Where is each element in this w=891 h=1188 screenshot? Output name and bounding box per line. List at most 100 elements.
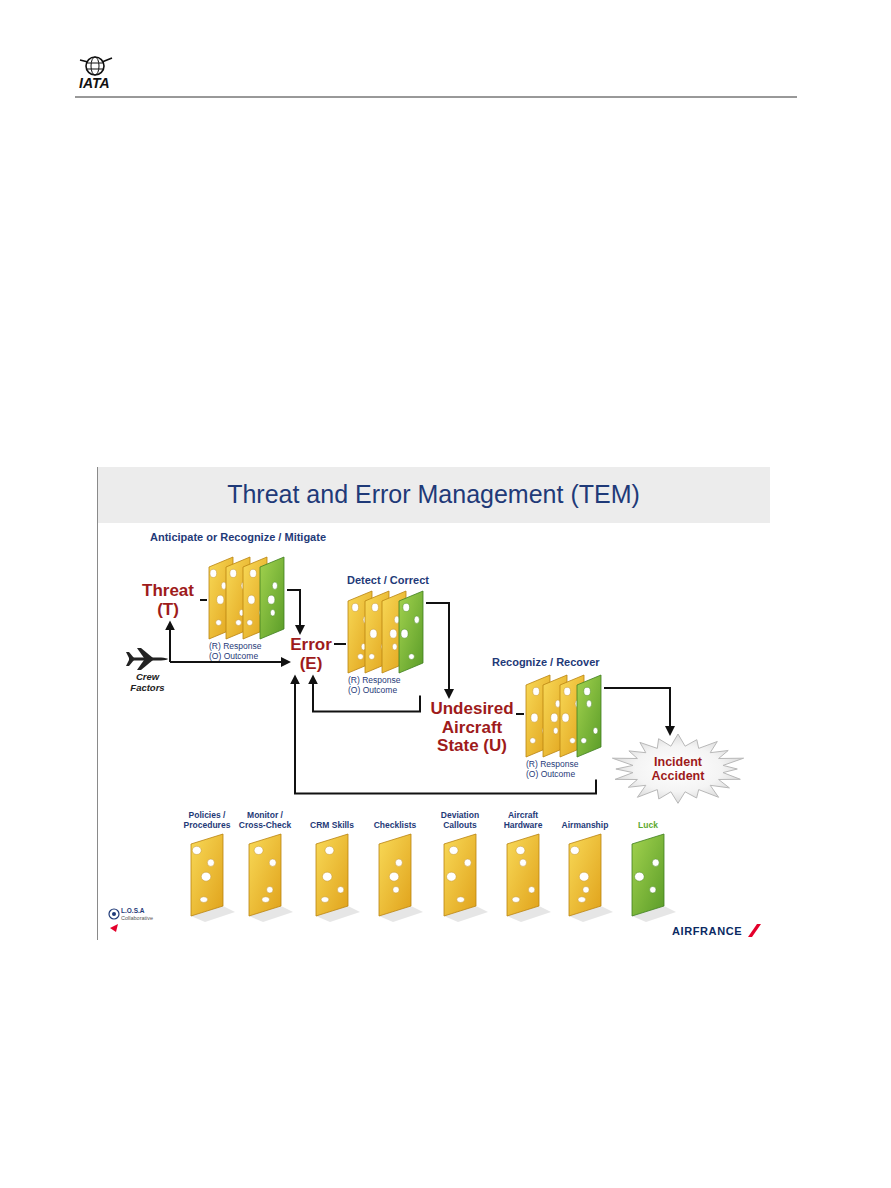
- slice-label-holder: Deviation Callouts: [432, 808, 488, 830]
- cheese-hole: [268, 595, 275, 604]
- term-label: Undesired Aircraft State (U): [428, 700, 516, 756]
- cheese-hole: [337, 886, 343, 893]
- defence-slice: Airmanship: [557, 808, 613, 922]
- defence-label: Monitor / Cross-Check: [237, 811, 293, 830]
- cheese-hole: [267, 886, 273, 893]
- defence-slice-art: [432, 830, 488, 922]
- airfrance-slash: [748, 924, 761, 937]
- cheese-hole: [325, 846, 334, 854]
- losa-logo-subtext: Collaborative: [121, 915, 153, 921]
- title-holder: Threat and Error Management (TEM): [97, 480, 770, 509]
- flow-arrow: [200, 599, 207, 601]
- label-holder: Collaborative: [121, 915, 153, 921]
- defence-label: Policies / Procedures: [179, 811, 235, 830]
- flow-arrow: [516, 713, 524, 715]
- cheese-hole: [389, 872, 399, 881]
- cheese-hole: [464, 859, 471, 866]
- defence-slice-art: [367, 830, 423, 922]
- undesired-state-term: Undesired Aircraft State (U): [428, 696, 516, 760]
- cheese-hole: [210, 569, 217, 577]
- cheese-hole: [390, 629, 397, 638]
- cheese-hole: [392, 643, 397, 650]
- cheese-hole: [581, 738, 587, 744]
- cheese-hole: [192, 846, 201, 854]
- defence-slice-art: [620, 830, 676, 922]
- cheese-hole: [533, 687, 540, 695]
- cheese-hole: [512, 897, 520, 903]
- defence-slice: Monitor / Cross-Check: [237, 808, 293, 922]
- cheese-stack-art: [207, 555, 287, 641]
- defence-slice-art: [237, 830, 293, 922]
- stack-heading: Detect / Correct: [347, 574, 429, 586]
- cheese-slice: [316, 834, 348, 916]
- cheese-stack: Recognize / Recover(R) Response (O) Outc…: [524, 673, 604, 779]
- response-outcome-note: (R) Response (O) Outcome: [526, 759, 584, 779]
- cheese-hole: [216, 620, 222, 626]
- cheese-hole: [531, 713, 538, 722]
- cheese-slice: [379, 834, 411, 916]
- cheese-hole: [652, 859, 659, 866]
- cheese-stack: Detect / Correct(R) Response (O) Outcome: [346, 589, 426, 695]
- cheese-hole: [586, 700, 591, 707]
- stack-heading: Recognize / Recover: [492, 656, 600, 668]
- frame-edge: [97, 467, 98, 940]
- response-outcome-note: (R) Response (O) Outcome: [209, 641, 267, 661]
- iata-logo-text: IATA: [79, 75, 110, 91]
- cheese-stack-art: [346, 589, 426, 675]
- cheese-hole: [370, 629, 377, 638]
- cheese-hole: [519, 859, 526, 866]
- cheese-hole: [409, 654, 415, 660]
- cheese-hole: [358, 654, 364, 660]
- flow-arrow: [334, 643, 346, 645]
- airplane-icon: [126, 648, 168, 670]
- cheese-hole: [321, 897, 329, 903]
- cheese-hole: [516, 846, 525, 854]
- cheese-hole: [201, 872, 211, 881]
- starburst-shape: [612, 734, 743, 803]
- flow-arrow: [426, 603, 449, 696]
- response-outcome-note: (R) Response (O) Outcome: [348, 675, 406, 695]
- slice-label-holder: Checklists: [367, 808, 423, 830]
- slice-label-holder: Policies / Procedures: [179, 808, 235, 830]
- cheese-hole: [530, 738, 536, 744]
- defence-label: Checklists: [374, 821, 417, 830]
- crew-factors: Crew Factors: [125, 648, 170, 694]
- cheese-hole: [230, 569, 237, 577]
- losa-logo: [109, 909, 119, 932]
- cheese-hole: [217, 595, 224, 604]
- cheese-hole: [593, 727, 598, 734]
- cheese-hole: [393, 886, 399, 893]
- cheese-slice: [507, 834, 539, 916]
- cheese-hole: [564, 687, 571, 695]
- label-holder: IATA: [79, 75, 110, 91]
- stack-heading-holder: Detect / Correct: [347, 574, 429, 586]
- defence-slice-art: [495, 830, 551, 922]
- losa-logo-text: L.O.S.A: [121, 907, 144, 914]
- cheese-hole: [395, 859, 402, 866]
- defence-slice: Policies / Procedures: [179, 808, 235, 922]
- defence-label: Luck: [638, 821, 658, 830]
- cheese-hole: [403, 603, 410, 611]
- error-term: Error (E): [288, 632, 334, 677]
- cheese-hole: [401, 629, 408, 638]
- cheese-slice: [399, 591, 423, 673]
- flow-arrow: [169, 623, 171, 662]
- defence-slice: Deviation Callouts: [432, 808, 488, 922]
- cheese-hole: [579, 872, 589, 881]
- airplane-art: [125, 648, 170, 670]
- header-rule: [75, 97, 797, 98]
- cheese-hole: [262, 897, 270, 903]
- defence-label: Deviation Callouts: [432, 811, 488, 830]
- cheese-hole: [449, 846, 458, 854]
- cheese-slice: [191, 834, 223, 916]
- cheese-hole: [414, 616, 419, 623]
- cheese-hole: [650, 886, 656, 893]
- defence-slice: Checklists: [367, 808, 423, 922]
- cheese-hole: [369, 654, 375, 660]
- slice-label-holder: Luck: [620, 808, 676, 830]
- airfrance-logo-text: AIRFRANCE: [672, 925, 742, 937]
- cheese-hole: [551, 713, 558, 722]
